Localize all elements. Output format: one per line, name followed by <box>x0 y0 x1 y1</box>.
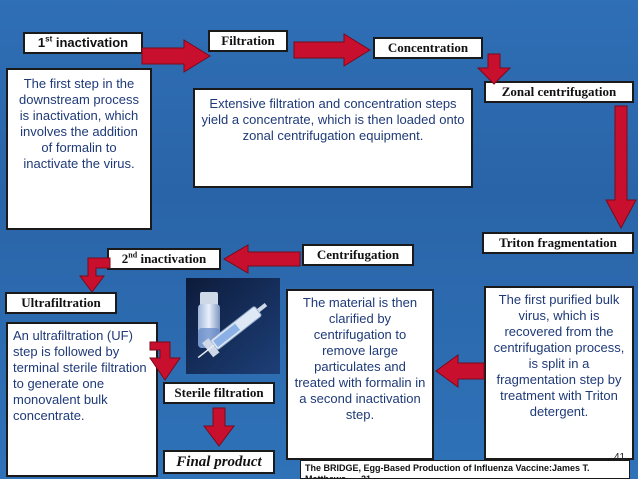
note-filtration-concentration: Extensive filtration and concentration s… <box>193 88 473 188</box>
step-concentration: Concentration <box>373 37 483 59</box>
step-final-product: Final product <box>163 450 275 474</box>
arrow-ultrafiltration-to-sterile-icon <box>149 341 181 381</box>
step-triton-fragmentation: Triton fragmentation <box>482 232 634 254</box>
syringe-and-vial-icon <box>186 278 280 374</box>
arrow-sterile-to-final-icon <box>203 407 235 447</box>
note-ultrafiltration: An ultrafiltration (UF) step is followed… <box>6 322 158 477</box>
note-clarified: The material is then clarified by centri… <box>286 289 434 460</box>
citation-footer: The BRIDGE, Egg-Based Production of Infl… <box>300 460 630 479</box>
step-centrifugation: Centrifugation <box>302 244 414 266</box>
arrow-zonal-to-triton-icon <box>605 105 637 230</box>
arrow-centrifugation-to-second-inactivation-icon <box>223 244 301 274</box>
arrow-second-inactivation-to-ultrafiltration-icon <box>79 257 111 293</box>
note-triton: The first purified bulk virus, which is … <box>484 286 634 460</box>
step-sterile-filtration: Sterile filtration <box>163 382 275 404</box>
arrow-concentration-to-zonal-icon <box>476 53 512 85</box>
note-first-step: The first step in the downstream process… <box>6 68 152 230</box>
step-first-inactivation: 1st inactivation <box>23 32 143 54</box>
step-zonal-centrifugation: Zonal centrifugation <box>484 81 634 103</box>
step-filtration: Filtration <box>208 30 288 52</box>
arrow-triton-to-clarified-icon <box>435 354 485 388</box>
step-second-inactivation: 2nd inactivation <box>107 248 221 270</box>
arrow-inactivation-to-filtration-icon <box>141 39 211 73</box>
page-number: 41 <box>614 452 626 463</box>
step-ultrafiltration: Ultrafiltration <box>5 292 117 314</box>
arrow-filtration-to-concentration-icon <box>293 33 371 67</box>
